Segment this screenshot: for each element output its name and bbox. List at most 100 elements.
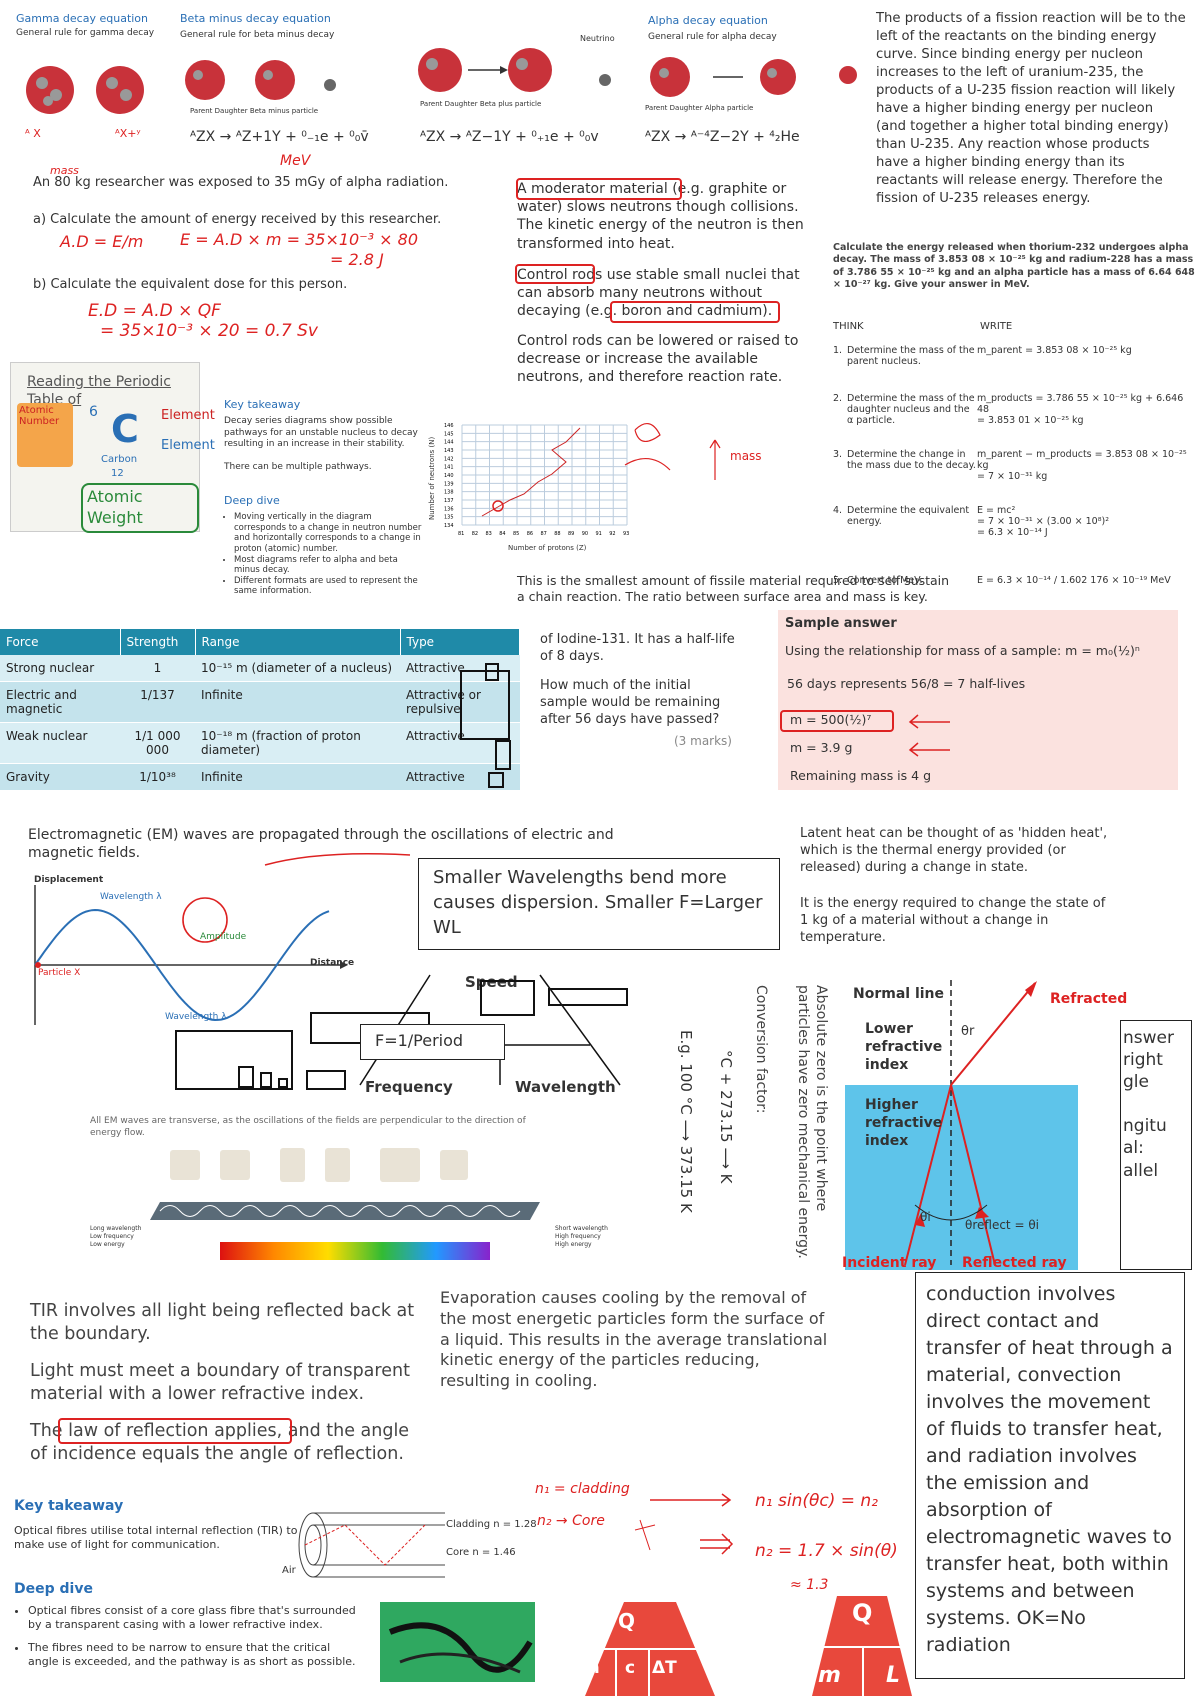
forces-header: Range — [195, 629, 401, 655]
tir-circle — [58, 1418, 292, 1444]
keytake1-body2: There can be multiple pathways. — [224, 462, 372, 472]
sample-answer-panel — [778, 610, 1178, 790]
hand-arrow-icon — [908, 714, 950, 757]
graph-xtick: 89 — [568, 531, 574, 537]
tri1-q: Q — [618, 1609, 636, 1633]
tri2-l: L — [886, 1663, 901, 1688]
graph-xlabel: Number of protons (Z) — [508, 544, 587, 552]
incident-label: Incident ray — [842, 1255, 937, 1271]
drawn-rect — [278, 1078, 288, 1088]
fibre-bullets: Optical fibres consist of a core glass f… — [28, 1604, 358, 1669]
fibre-deep: Deep dive — [14, 1581, 93, 1597]
drawn-rect — [480, 980, 535, 1016]
forces-header: Strength — [120, 629, 196, 655]
drawn-rect — [548, 988, 628, 1006]
moderator-p3: Control rods can be lowered or raised to… — [517, 333, 799, 386]
dose-qb: b) Calculate the equivalent dose for thi… — [33, 277, 348, 292]
graph-xtick: 86 — [527, 531, 533, 537]
hand-mev: MeV — [280, 153, 311, 169]
beta-equation: ᴬZX → ᴬZ+1Y + ⁰₋₁e + ⁰₀v̄ — [190, 129, 369, 145]
graph-hand-circle — [492, 500, 504, 512]
iodine-marks: (3 marks) — [674, 734, 732, 748]
conversion-example: E.g. 100 °C ⟶ 373.15 K — [677, 1030, 695, 1213]
fibre-cable-icon — [388, 1622, 533, 1674]
graph-ytick: 138 — [444, 490, 454, 496]
thorium-steps: 1.Determine the mass of the parent nucle… — [833, 345, 1187, 586]
betaplus-labels: Parent Daughter Beta plus particle — [420, 100, 542, 108]
higher-index-label: Higher refractive index — [865, 1097, 943, 1150]
dose-h4: E.D = A.D × QF — [88, 301, 221, 321]
theta-r-label: θr — [961, 1024, 975, 1039]
think-heading: THINK — [833, 321, 864, 332]
moderator-p2: Control rods use stable small nuclei tha… — [517, 267, 800, 320]
wave-wavelength-top: Wavelength λ — [100, 892, 162, 902]
sample-title: Sample answer — [785, 616, 897, 631]
hand-snell-3: n₁ sin(θc) = n₂ — [755, 1491, 879, 1511]
drawn-rect — [260, 1072, 272, 1088]
graph-xtick: 92 — [609, 531, 615, 537]
fibre-body: Optical fibres utilise total internal re… — [14, 1524, 298, 1552]
tir-p1: TIR involves all light being reflected b… — [30, 1301, 415, 1344]
graph-ytick: 141 — [444, 465, 454, 471]
boron-circle — [610, 301, 780, 323]
em-wave-diagram — [34, 885, 348, 1025]
wave-wavelength-bottom: Wavelength λ — [165, 1012, 227, 1022]
gamma-sub: General rule for gamma decay — [16, 28, 155, 38]
lower-index-label: Lower refractive index — [865, 1021, 943, 1074]
drawn-rect — [175, 1030, 293, 1090]
forces-header: Force — [0, 629, 121, 655]
moderator-p1: A moderator material (e.g. graphite or w… — [517, 181, 804, 252]
periodic-carbon: Carbon — [101, 454, 138, 465]
iodine-q2: How much of the initial sample would be … — [540, 678, 721, 727]
refraction-water — [845, 1085, 1078, 1270]
em-text: Electromagnetic (EM) waves are propagate… — [28, 827, 614, 862]
fibre-air: Air — [282, 1565, 296, 1576]
theta-i-label: θi — [920, 1210, 931, 1224]
graph-ytick: 135 — [444, 515, 454, 521]
graph-ytick: 143 — [444, 448, 454, 454]
fibre-cladding: Cladding n = 1.28 — [446, 1519, 537, 1530]
graph-ylabel: Number of neutrons (N) — [428, 436, 436, 520]
hand-snell-2: n₂ → Core — [537, 1513, 605, 1529]
svg-text:mass: mass — [730, 449, 762, 463]
em-note-box: Smaller Wavelengths bend more causes dis… — [418, 858, 780, 950]
keytake1-body: Decay series diagrams show possible path… — [224, 416, 418, 450]
graph-xtick: 87 — [541, 531, 547, 537]
graph-xtick: 83 — [486, 531, 492, 537]
periodic-element-a: Element — [161, 408, 215, 423]
dose-h2: E = A.D × m = 35×10⁻³ × 80 — [180, 230, 418, 249]
betaplus-equation: ᴬZX → ᴬZ−1Y + ⁰₊₁e + ⁰₀v — [420, 129, 599, 145]
write-heading: WRITE — [980, 321, 1013, 332]
graph-xtick: 81 — [458, 531, 464, 537]
dose-h3: = 2.8 J — [330, 250, 384, 269]
periodic-twelve: 12 — [111, 468, 124, 479]
moderator-circle — [516, 178, 682, 200]
tri2-q: Q — [852, 1599, 873, 1627]
frequency-label: Frequency — [365, 1078, 453, 1096]
reflected-label: Reflected ray — [962, 1255, 1067, 1271]
thorium-question: Calculate the energy released when thori… — [833, 242, 1195, 291]
graph-xtick: 88 — [554, 531, 560, 537]
em-spectrum-icon — [150, 1148, 540, 1260]
svg-text:ᴬ X: ᴬ X — [25, 127, 41, 140]
tir-p2: Light must meet a boundary of transparen… — [30, 1361, 410, 1404]
sample-l1: Using the relationship for mass of a sam… — [785, 643, 1140, 658]
sample-l4: m = 3.9 g — [790, 740, 853, 755]
graph-ytick: 144 — [444, 440, 454, 446]
em-bullet: All EM waves are transverse, as the osci… — [90, 1116, 526, 1138]
alpha-labels: Parent Daughter Alpha particle — [645, 104, 754, 112]
speed-label: Speed — [465, 973, 518, 991]
periodic-element-b: Element — [161, 438, 215, 453]
refracted-label: Refracted — [1050, 991, 1128, 1007]
tri2-m: m — [818, 1663, 841, 1688]
sample-l2: 56 days represents 56/8 = 7 half-lives — [787, 676, 1026, 691]
dose-h5: = 35×10⁻³ × 20 = 0.7 Sv — [100, 321, 318, 341]
sample-circle — [780, 710, 894, 732]
hand-mass: mass — [50, 164, 79, 177]
neutrino-label: Neutrino — [580, 34, 615, 43]
critical-text: This is the smallest amount of fissile m… — [517, 573, 950, 605]
wavelength-label: Wavelength — [515, 1078, 616, 1096]
